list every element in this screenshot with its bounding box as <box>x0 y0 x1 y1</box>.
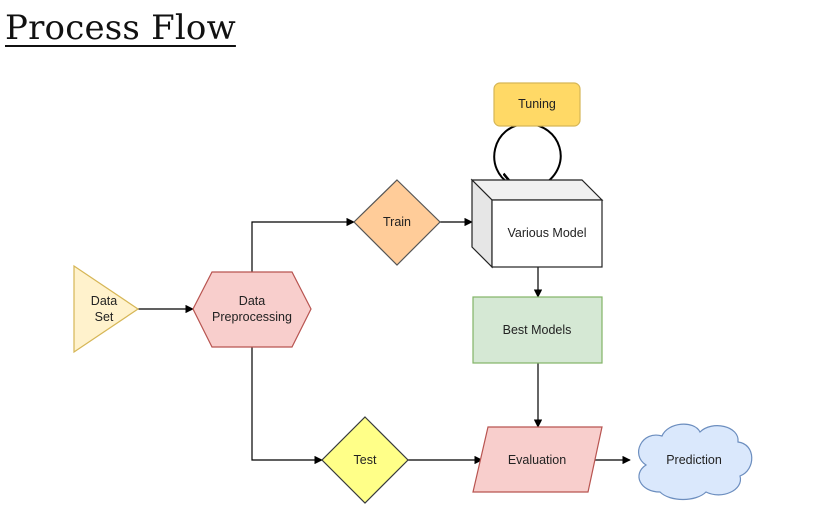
preprocessing-label-line2: Preprocessing <box>212 310 292 324</box>
evaluation-label: Evaluation <box>508 453 566 467</box>
edge-preprocessing-train <box>251 217 355 272</box>
prediction-label: Prediction <box>666 453 722 467</box>
data-set-shape <box>73 264 140 354</box>
evaluation-shape <box>472 426 603 493</box>
node-prediction[interactable]: Prediction <box>637 423 753 501</box>
node-best-models[interactable]: Best Models <box>472 296 603 364</box>
tuning-shape <box>493 82 581 127</box>
various-model-front-face <box>491 199 603 268</box>
node-train[interactable]: Train <box>353 179 441 266</box>
test-shape <box>321 416 409 504</box>
train-shape <box>353 179 441 266</box>
data-set-label-line2: Set <box>95 310 114 324</box>
data-set-label-line1: Data <box>91 294 117 308</box>
page-title: Process Flow <box>5 8 236 48</box>
best-models-label: Best Models <box>503 323 572 337</box>
node-various-model[interactable]: Various Model <box>470 178 604 269</box>
node-data-set[interactable]: Data Set <box>73 264 140 354</box>
tuning-label: Tuning <box>518 97 556 111</box>
node-tuning[interactable]: Tuning <box>493 82 581 127</box>
node-evaluation[interactable]: Evaluation <box>472 426 603 493</box>
best-models-shape <box>472 296 603 364</box>
various-model-top-face <box>470 179 604 201</box>
train-label: Train <box>383 215 411 229</box>
edge-preprocessing-test <box>251 347 323 465</box>
preprocessing-shape <box>192 271 312 348</box>
test-label: Test <box>354 453 377 467</box>
preprocessing-label-line1: Data <box>239 294 265 308</box>
edge-tuning-loop <box>493 122 562 185</box>
prediction-cloud-shape <box>637 423 753 501</box>
various-model-label: Various Model <box>508 226 587 240</box>
node-test[interactable]: Test <box>321 416 409 504</box>
node-data-preprocessing[interactable]: Data Preprocessing <box>192 271 312 348</box>
